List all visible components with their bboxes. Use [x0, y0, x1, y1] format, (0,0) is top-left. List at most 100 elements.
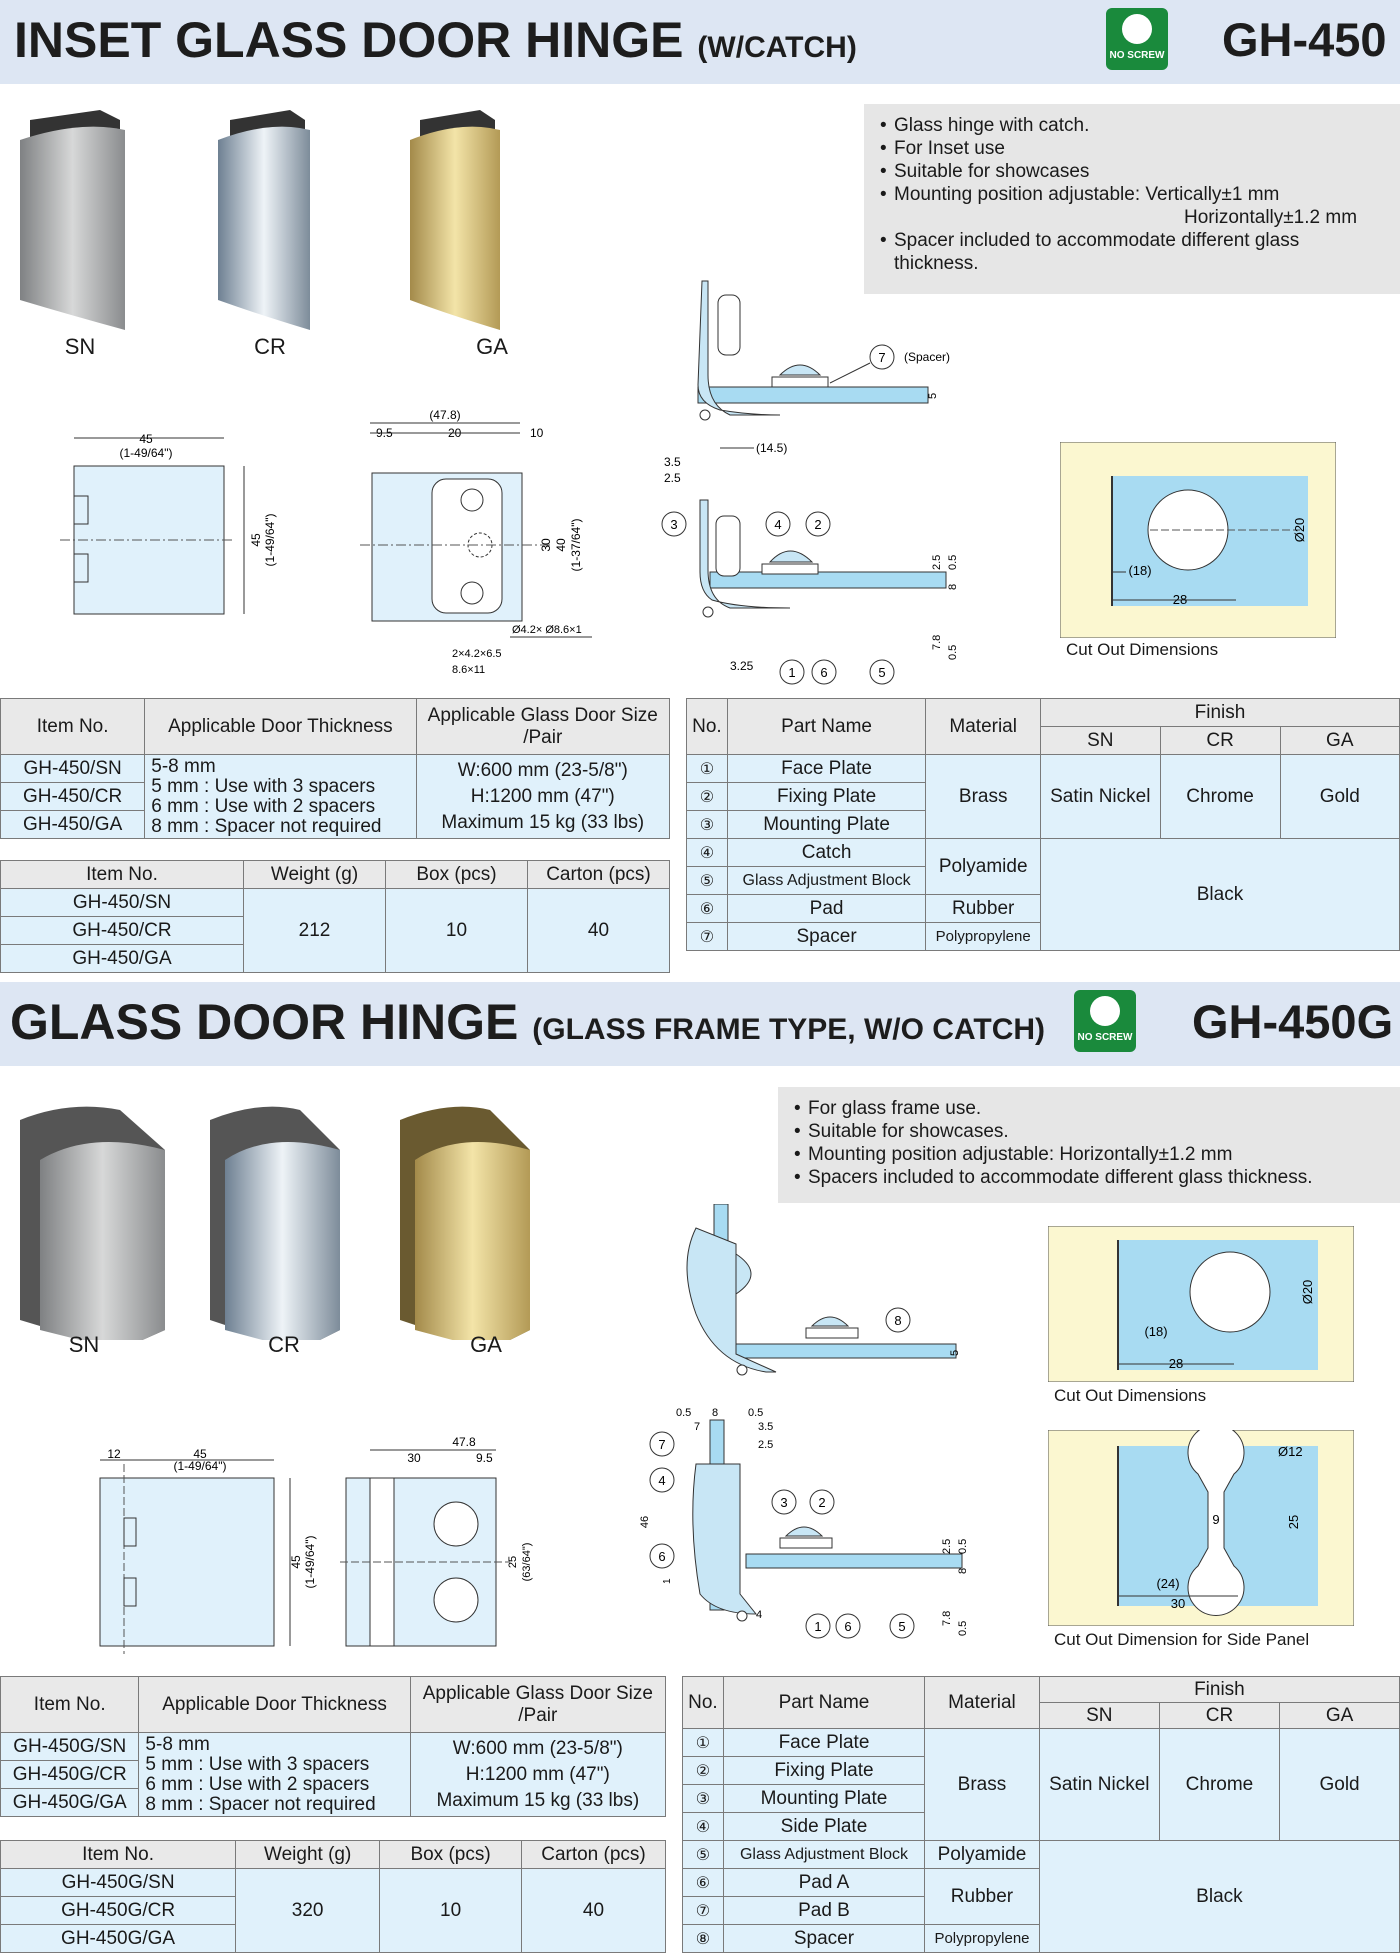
- svg-text:(Spacer): (Spacer): [904, 350, 950, 364]
- cutout-diagram: (18) 28 Ø20: [1060, 442, 1336, 638]
- table-row: GH-450G/CR: [0, 1760, 140, 1789]
- svg-text:30: 30: [407, 1451, 421, 1465]
- svg-text:(14.5): (14.5): [756, 441, 787, 455]
- cutout-caption: Cut Out Dimensions: [1066, 640, 1219, 659]
- table-row: Face Plate: [722, 1728, 926, 1757]
- size-table-2: Item No. Applicable Door Thickness Appli…: [0, 1676, 667, 1817]
- svg-text:8: 8: [947, 584, 959, 590]
- product-photos-2: [20, 1106, 530, 1340]
- hinge-photo-cr: [218, 110, 310, 331]
- svg-text:45: 45: [139, 432, 153, 446]
- hinge-photo-sn: [20, 1106, 165, 1340]
- svg-text:4: 4: [658, 1473, 665, 1488]
- table-row: Fixing Plate: [726, 782, 927, 811]
- svg-text:25: 25: [1286, 1515, 1301, 1529]
- svg-text:3.5: 3.5: [664, 455, 681, 469]
- table-row: Face Plate: [726, 754, 927, 783]
- cutout-side-caption: Cut Out Dimension for Side Panel: [1054, 1630, 1310, 1649]
- svg-text:(18): (18): [1128, 563, 1151, 578]
- table-row: Mounting Plate: [726, 810, 927, 839]
- svg-text:28: 28: [1169, 1356, 1183, 1371]
- svg-text:2.5: 2.5: [941, 1539, 953, 1554]
- table-row: Pad B: [722, 1896, 926, 1925]
- table-row: GH-450/CR: [0, 782, 146, 811]
- svg-text:7.8: 7.8: [941, 1611, 953, 1626]
- svg-text:1: 1: [788, 665, 795, 680]
- table-row: GH-450/SN: [0, 888, 244, 917]
- svg-text:3: 3: [780, 1495, 787, 1510]
- hinge-photo-ga: [410, 110, 500, 331]
- svg-text:5: 5: [878, 665, 885, 680]
- finish-label-ga: GA: [476, 334, 508, 359]
- cutout-caption-2: Cut Out Dimensions: [1054, 1386, 1207, 1405]
- cross-section-bottom: 3.5 2.5 (14.5) 3 4 2 2.5 0.5 8 7.8 0.5 3…: [661, 441, 959, 685]
- svg-text:40: 40: [554, 538, 568, 552]
- svg-text:25: 25: [507, 1556, 519, 1568]
- svg-text:Ø20: Ø20: [1300, 1280, 1315, 1305]
- svg-text:(1-49/64"): (1-49/64"): [263, 514, 277, 567]
- svg-text:(63/64"): (63/64"): [521, 1543, 533, 1582]
- svg-text:(1-49/64"): (1-49/64"): [120, 446, 173, 460]
- svg-text:Ø4.2× Ø8.6×1: Ø4.2× Ø8.6×1: [512, 624, 582, 636]
- svg-text:30: 30: [1171, 1596, 1185, 1611]
- finish-label-cr: CR: [268, 1332, 300, 1357]
- hinge-photo-ga: [400, 1106, 530, 1340]
- side-dimension-drawing: (47.8) 9.5 20 10 30 40 (1-37/64") Ø4.2× …: [360, 408, 592, 676]
- table-row: Pad A: [722, 1868, 926, 1897]
- finish-label-ga: GA: [470, 1332, 502, 1357]
- section1-header: INSET GLASS DOOR HINGE (W/CATCH) NO SCRE…: [0, 0, 1400, 84]
- svg-text:2: 2: [814, 517, 821, 532]
- table-row: Spacer: [726, 922, 927, 951]
- svg-text:45: 45: [193, 1447, 207, 1461]
- svg-text:6: 6: [820, 665, 827, 680]
- table-row: GH-450/SN: [0, 754, 146, 783]
- svg-text:2.5: 2.5: [931, 555, 943, 570]
- svg-text:7: 7: [878, 350, 885, 365]
- svg-text:2×4.2×6.5: 2×4.2×6.5: [452, 648, 502, 660]
- svg-text:0.5: 0.5: [957, 1539, 969, 1554]
- svg-text:7.8: 7.8: [931, 635, 943, 650]
- svg-text:7: 7: [694, 1421, 700, 1433]
- table-row: Glass Adjustment Block: [722, 1840, 926, 1869]
- table-row: Glass Adjustment Block: [726, 866, 927, 895]
- packaging-table: Item No. Weight (g) Box (pcs) Carton (pc…: [0, 860, 671, 973]
- table-row: Catch: [726, 838, 927, 867]
- finish-label-cr: CR: [254, 334, 286, 359]
- svg-text:(47.8): (47.8): [429, 408, 460, 422]
- no-screw-icon: [1122, 14, 1152, 44]
- section2-code: GH-450G: [1192, 995, 1394, 1048]
- table-row: GH-450G/GA: [0, 1924, 237, 1953]
- front-dimension-drawing-2: 12 45 (1-49/64") 45 (1-49/64"): [99, 1447, 317, 1654]
- svg-text:5: 5: [949, 1350, 961, 1356]
- table-row: Mounting Plate: [722, 1784, 926, 1813]
- svg-text:4: 4: [756, 1609, 762, 1621]
- svg-text:7: 7: [658, 1437, 665, 1452]
- svg-text:5: 5: [898, 1619, 905, 1634]
- features-box-2: For glass frame use. Suitable for showca…: [778, 1087, 1400, 1203]
- svg-text:0.5: 0.5: [676, 1407, 691, 1419]
- svg-text:1: 1: [662, 1578, 673, 1584]
- table-row: GH-450/GA: [0, 810, 146, 839]
- svg-text:8: 8: [957, 1568, 969, 1574]
- hinge-photo-sn: [20, 110, 125, 331]
- svg-text:8.6×11: 8.6×11: [452, 664, 485, 676]
- product-photos: [20, 110, 500, 331]
- svg-text:3.25: 3.25: [730, 659, 754, 673]
- cross-section-bottom-2: 0.5 8 0.5 7 3.5 2.5 7 4 6 46 1 3 2 2.5 0…: [639, 1407, 969, 1639]
- table-row: Pad: [726, 894, 927, 923]
- svg-text:28: 28: [1173, 592, 1187, 607]
- finish-label-sn: SN: [64, 334, 96, 359]
- packaging-table-2: Item No. Weight (g) Box (pcs) Carton (pc…: [0, 1840, 667, 1953]
- svg-text:3: 3: [670, 517, 677, 532]
- no-screw-icon: [1090, 996, 1120, 1026]
- table-row: GH-450/CR: [0, 916, 244, 945]
- svg-text:47.8: 47.8: [452, 1435, 476, 1449]
- table-row: Fixing Plate: [722, 1756, 926, 1785]
- parts-table-2: No. Part Name Material Finish SN CR GA ①…: [682, 1676, 1400, 1953]
- table-row: GH-450G/SN: [0, 1732, 140, 1761]
- cross-section-top: 7 (Spacer) 5: [697, 280, 950, 421]
- svg-text:12: 12: [107, 1447, 121, 1461]
- svg-text:0.5: 0.5: [947, 645, 959, 660]
- no-screw-badge: NO SCREW: [1106, 8, 1168, 70]
- svg-text:(1-37/64"): (1-37/64"): [569, 519, 583, 572]
